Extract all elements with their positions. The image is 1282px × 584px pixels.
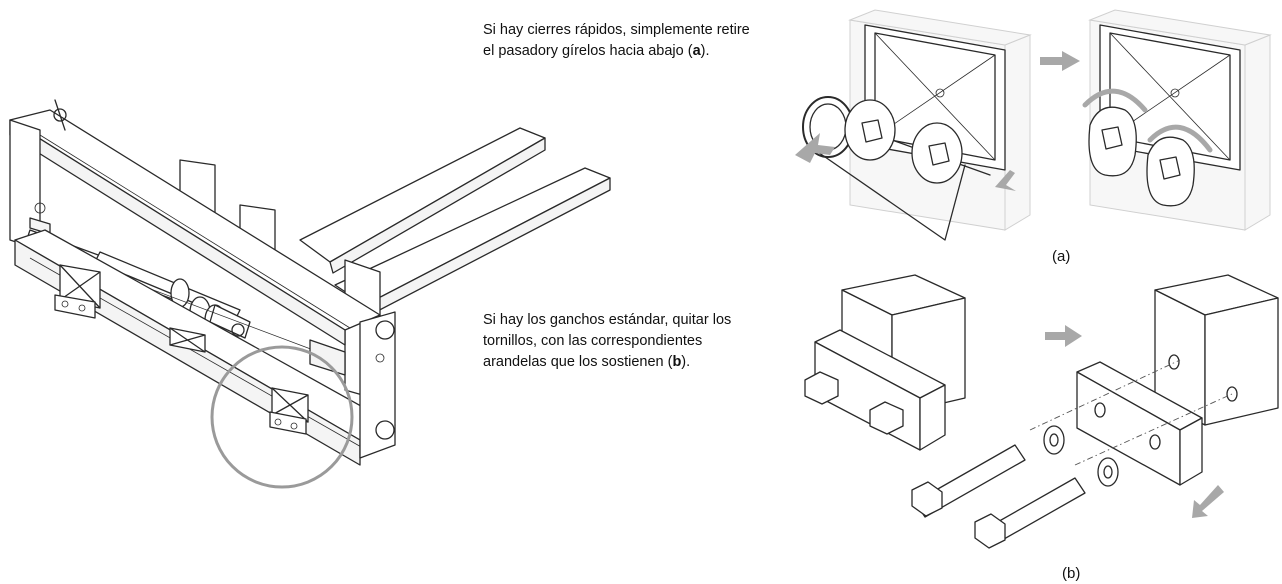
gray-arrow-icon [1192, 485, 1224, 518]
upper-rail [9, 99, 381, 346]
figure-label-a: (a) [1052, 248, 1071, 265]
detail-callout-circle [210, 345, 354, 489]
gray-arrow-icon [1040, 51, 1080, 71]
hook-blocks [54, 264, 309, 435]
standard-hooks-line1: Si hay los ganchos estándar, quitar los [483, 312, 732, 328]
standard-hooks-figure [800, 270, 1282, 570]
quick-release-line2-a: el pasadory gírelos hacia abajo ( [483, 43, 693, 59]
standard-hooks-line3-b: ). [681, 354, 691, 370]
standard-hooks-instruction: Si hay los ganchos estándar, quitar los … [483, 310, 803, 373]
curved-arrow-icon [1082, 88, 1148, 113]
gray-arrow-icon [1045, 325, 1082, 347]
quick-release-figure [790, 5, 1280, 245]
quick-release-line1: Si hay cierres rápidos, simplemente reti… [483, 22, 750, 38]
hook-exploded [911, 274, 1279, 549]
frame-right-plate [309, 311, 396, 459]
figure-label-b: (b) [1062, 565, 1081, 582]
curved-arrow-icon [1147, 124, 1213, 153]
forklift-carriage-drawing [0, 90, 640, 500]
hook-assembled [804, 274, 966, 451]
quick-release-instruction: Si hay cierres rápidos, simplemente reti… [483, 20, 803, 62]
standard-hooks-line2: tornillos, con las correspondientes [483, 333, 703, 349]
standard-hooks-line3-a: arandelas que los sostienen ( [483, 354, 673, 370]
quick-release-before [795, 9, 1032, 241]
quick-release-ref-a: a [692, 43, 701, 59]
gray-arrow-icon [795, 133, 835, 163]
standard-hooks-ref-b: b [672, 354, 682, 370]
quick-release-line2-b: ). [700, 43, 710, 59]
gray-arrow-icon [995, 170, 1016, 191]
quick-release-after [1082, 9, 1272, 231]
